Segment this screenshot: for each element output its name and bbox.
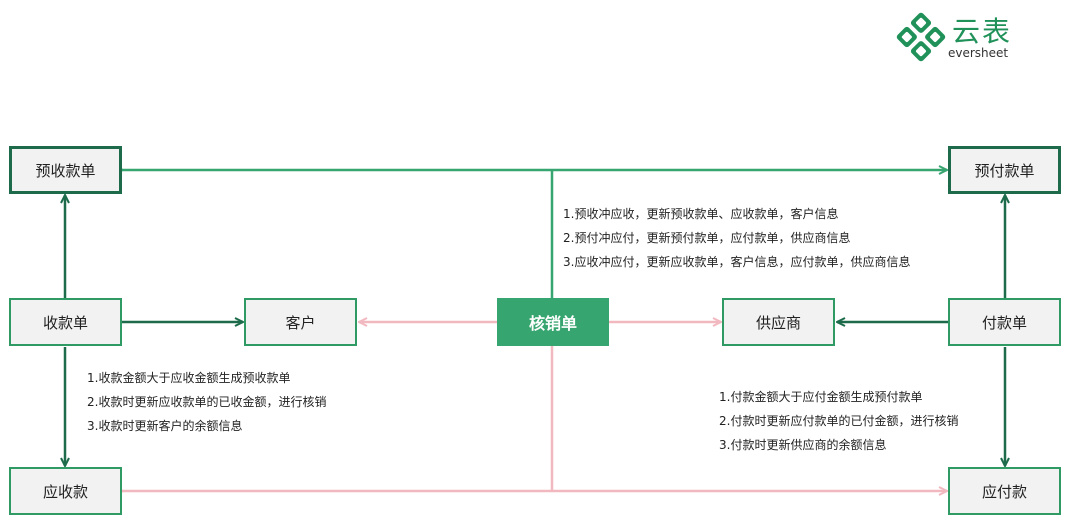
node-writeoff: 核销单 <box>497 298 609 346</box>
node-receivable: 应收款 <box>9 467 122 515</box>
logo-text-cn: 云表 <box>952 15 1013 48</box>
node-supplier: 供应商 <box>722 298 835 346</box>
node-payment: 付款单 <box>948 298 1061 346</box>
note-line: 2.预付冲应付，更新预付款单，应付款单，供应商信息 <box>563 231 851 245</box>
note-line: 2.付款时更新应付款单的已付金额，进行核销 <box>719 414 959 428</box>
note-line: 1.预收冲应收，更新预收款单、应收款单，客户信息 <box>563 207 839 221</box>
note-line: 1.付款金额大于应付金额生成预付款单 <box>719 390 923 404</box>
note-line: 3.付款时更新供应商的余额信息 <box>719 438 887 452</box>
note-line: 3.应收冲应付，更新应收款单，客户信息，应付款单，供应商信息 <box>563 255 911 269</box>
node-prepay-receipt: 预收款单 <box>9 146 122 194</box>
note-line: 2.收款时更新应收款单的已收金额，进行核销 <box>87 395 327 409</box>
eversheet-logo: 云表 eversheet <box>896 12 1026 62</box>
logo-mark-icon <box>896 12 946 62</box>
node-receipt: 收款单 <box>9 298 122 346</box>
note-writeoff: 1.预收冲应收，更新预收款单、应收款单，客户信息 2.预付冲应付，更新预付款单，… <box>563 202 910 274</box>
node-payable: 应付款 <box>948 467 1061 515</box>
node-customer: 客户 <box>244 298 357 346</box>
note-receipt: 1.收款金额大于应收金额生成预收款单 2.收款时更新应收款单的已收金额，进行核销… <box>87 366 326 438</box>
logo-text-en: eversheet <box>948 46 1009 60</box>
note-payment: 1.付款金额大于应付金额生成预付款单 2.付款时更新应付款单的已付金额，进行核销… <box>719 385 958 457</box>
note-line: 3.收款时更新客户的余额信息 <box>87 419 243 433</box>
node-prepay-payment: 预付款单 <box>948 146 1061 194</box>
note-line: 1.收款金额大于应收金额生成预收款单 <box>87 371 291 385</box>
